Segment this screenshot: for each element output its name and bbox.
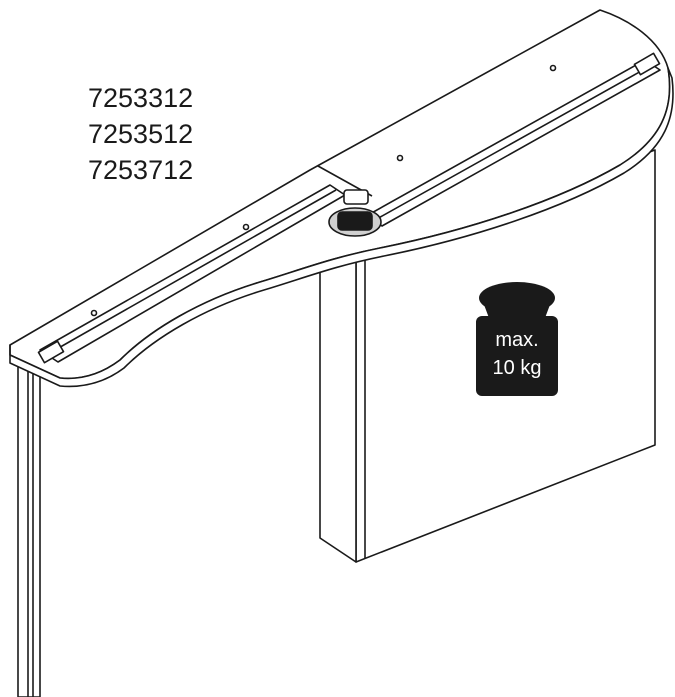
- screw-hole: [90, 309, 98, 317]
- left-track-groove: [47, 189, 337, 355]
- right-rail-end-stop: [633, 52, 661, 76]
- screw-hole: [242, 223, 250, 231]
- part-number: 7253712: [88, 155, 194, 185]
- left-door-panel: [17, 359, 41, 697]
- screw-hole: [396, 154, 404, 162]
- top-board-edge: [9, 67, 674, 388]
- roller-carriage-body: [337, 211, 373, 231]
- weight-label-line2: 10 kg: [493, 357, 542, 379]
- roller-carriage-slot: [343, 189, 369, 205]
- rear-door-panel: [319, 257, 357, 563]
- weight-label-line1: max.: [495, 329, 538, 351]
- screw-hole: [549, 64, 557, 72]
- part-number: 7253512: [88, 119, 194, 149]
- left-rail-end-stop: [37, 340, 65, 364]
- weight-icon: max. 10 kg: [476, 282, 558, 396]
- part-number-list: 7253312 7253512 7253712: [88, 80, 193, 188]
- part-number: 7253312: [88, 83, 194, 113]
- right-track-groove: [374, 64, 653, 221]
